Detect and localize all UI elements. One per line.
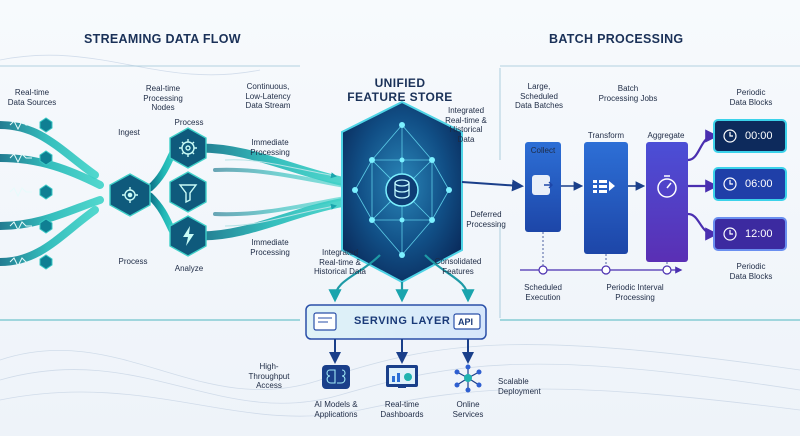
time-0000: 00:00 [745,130,773,142]
time-block-0000 [713,119,787,153]
label-batch-jobs: Batch Processing Jobs [598,84,658,103]
lightning-icon [183,226,194,246]
label-scalable: Scalable Deployment [498,377,541,396]
label-periodic-top: Periodic Data Blocks [729,88,773,107]
label-collect: Collect [530,146,556,155]
label-periodic-bottom: Periodic Data Blocks [729,262,773,281]
label-transform: Transform [587,131,625,140]
feature-store-title: UNIFIED FEATURE STORE [347,76,453,104]
label-large-batches: Large, Scheduled Data Batches [514,82,564,110]
database-icon [532,175,553,195]
label-ingest: Ingest [118,128,140,137]
label-integrated-bottom: Integrated Real-time & Historical Data [313,248,366,276]
process-hex-top [169,127,207,169]
label-continuous-stream: Continuous, Low-Latency Data Stream [245,82,291,110]
clock-icon [723,129,737,241]
label-immediate-1: Immediate Processing [250,138,290,157]
funnel-hex [169,171,207,213]
streaming-header: STREAMING DATA FLOW [84,32,241,46]
label-integrated-top: Integrated Real-time & Historical Data [445,106,487,144]
timeline-node [538,265,548,275]
api-box [453,313,481,330]
serving-layer-label: SERVING LAYER [354,315,451,327]
label-real-time-sources: Real-time Data Sources [7,88,57,107]
label-high-throughput: High- Throughput Access [248,362,290,390]
timeline-node [662,265,672,275]
batch-header: BATCH PROCESSING [549,32,684,46]
stopwatch-icon [657,175,677,198]
aggregate-column [646,142,688,262]
label-process-bottom: Process [118,257,148,266]
label-process-top: Process [174,118,204,127]
timeline-node [601,265,611,275]
time-1200: 12:00 [745,228,773,240]
transform-column [584,142,628,254]
label-analyze: Analyze [174,264,204,273]
label-consolidated: Consolidated Features [434,257,482,276]
label-dashboards: Real-time Dashboards [380,400,424,419]
gear-icon [179,139,197,157]
feature-store-hex [341,100,463,284]
label-processing-nodes: Real-time Processing Nodes [143,84,183,112]
time-0600: 06:00 [745,178,773,190]
time-block-1200 [713,217,787,251]
network-icon [454,364,482,393]
label-deferred: Deferred Processing [466,210,506,229]
label-online-services: Online Services [452,400,484,419]
label-ai-models: AI Models & Applications [314,400,358,419]
label-aggregate: Aggregate [647,131,685,140]
time-block-0600 [713,167,787,201]
api-label: API [458,317,474,327]
gear-icon [122,187,138,203]
brain-icon [322,365,350,389]
label-scheduled: Scheduled Execution [524,283,562,302]
database-icon [394,179,410,199]
transform-icon [593,180,615,193]
label-interval: Periodic Interval Processing [606,283,664,302]
serving-layer-bar [305,304,487,340]
label-immediate-2: Immediate Processing [250,238,290,257]
funnel-icon [178,184,198,204]
